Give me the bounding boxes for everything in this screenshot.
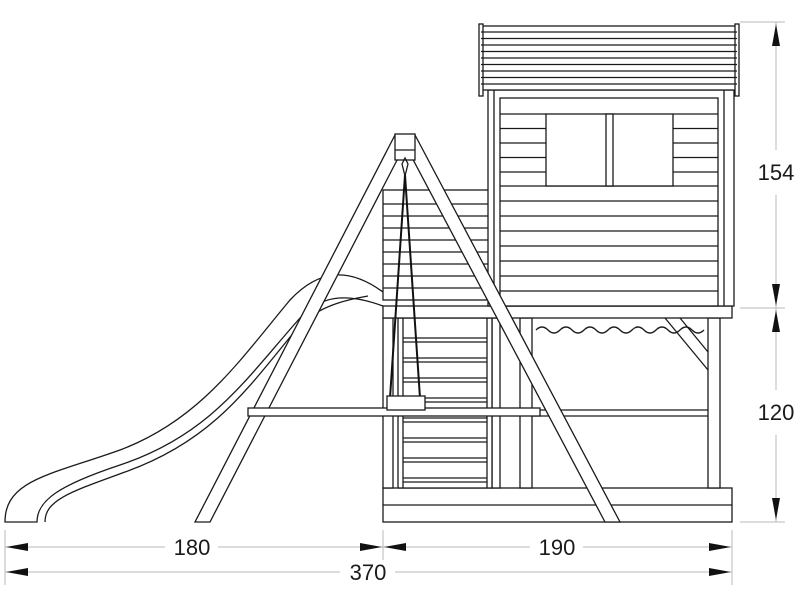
swing-frame [193, 133, 622, 523]
dimension-lines [4, 21, 785, 585]
dimension-total-width: 370 [350, 560, 387, 585]
slide [4, 274, 384, 523]
dimension-house-width: 190 [539, 535, 576, 560]
swing-left-leg [193, 134, 412, 523]
swing-seat [386, 395, 426, 411]
ladder [397, 317, 493, 489]
dimension-house-height: 154 [758, 160, 795, 185]
swing-hook-icon [401, 156, 409, 177]
dimension-slide-width: 180 [174, 535, 211, 560]
house [487, 89, 735, 307]
dimension-platform-height: 120 [758, 400, 795, 425]
platform [382, 305, 733, 319]
roof [478, 23, 740, 97]
swing-beam-end [394, 133, 416, 161]
